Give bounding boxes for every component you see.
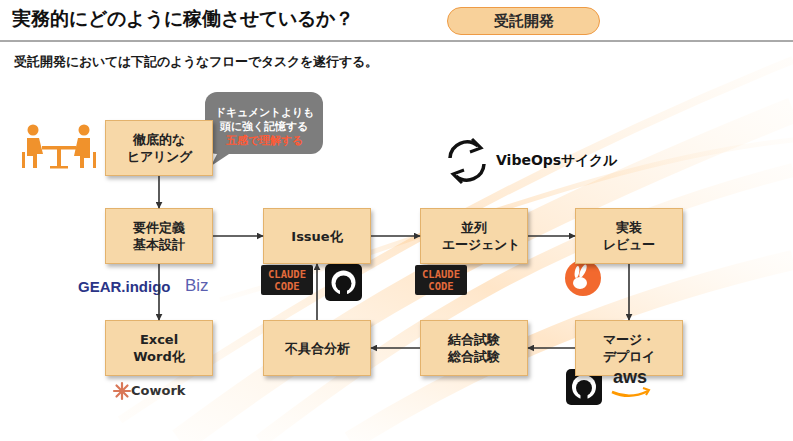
flow-arrow xyxy=(371,235,420,237)
flow-arrow xyxy=(158,176,160,208)
process-box: Excel Word化 xyxy=(105,320,213,376)
node-text: 実装 レビュー xyxy=(597,219,661,253)
node-text: ドキュメントよりも 頭に強く記憶する xyxy=(210,105,318,133)
node-text: 不具合分析 xyxy=(285,340,349,357)
process-box: 不具合分析 xyxy=(263,320,371,376)
flow-arrow xyxy=(628,264,630,320)
meeting-icon xyxy=(22,125,96,169)
process-box: 徹底的な ヒアリング xyxy=(105,120,213,176)
process-box: 結合試験 総合試験 xyxy=(420,320,528,376)
node-text: Issue化 xyxy=(291,228,342,245)
logo-text: Cowork xyxy=(131,383,185,398)
flow-arrow xyxy=(371,347,420,349)
node-text: Excel Word化 xyxy=(127,331,191,365)
process-box: 要件定義 基本設計 xyxy=(105,208,213,264)
node-text: 並列 エージェント xyxy=(442,219,506,253)
logo-badge: CLAUDE CODE xyxy=(261,265,313,295)
cycle-label: VibeOpsサイクル xyxy=(496,152,617,170)
process-box: 並列 エージェント xyxy=(420,208,528,264)
logo-badge: CLAUDE CODE xyxy=(415,265,467,295)
section-badge: 受託開発 xyxy=(447,7,600,35)
node-text: 要件定義 基本設計 xyxy=(127,219,191,253)
background-swoosh xyxy=(120,60,793,441)
aws-smile xyxy=(612,391,648,396)
rabbit-icon xyxy=(565,260,601,296)
flow-arrow xyxy=(316,264,318,320)
flow-arrow xyxy=(528,235,575,237)
logo-text: aws xyxy=(613,367,647,388)
aws-smile xyxy=(643,388,649,395)
process-box: 実装 レビュー xyxy=(575,208,683,264)
cycle-icon xyxy=(450,139,484,183)
slide-title: 実務的にどのように稼働させているか？ xyxy=(12,6,354,32)
logo-text: Biz xyxy=(185,276,209,296)
node-text: 徹底的な ヒアリング xyxy=(127,131,191,165)
flow-arrow xyxy=(528,347,575,349)
title-rule xyxy=(0,41,793,42)
subtitle: 受託開発においては下記のようなフローでタスクを遂行する。 xyxy=(14,53,378,71)
node-text: マージ・ デプロイ xyxy=(597,331,661,365)
cowork-star xyxy=(114,383,130,399)
process-box: Issue化 xyxy=(263,208,371,264)
github-icon xyxy=(325,264,362,301)
node-text: 五感で理解する xyxy=(226,133,303,147)
node-text: 受託開発 xyxy=(494,12,554,31)
flow-arrow xyxy=(213,235,263,237)
speech-bubble: ドキュメントよりも 頭に強く記憶する五感で理解する xyxy=(205,92,323,160)
logo-text: GEAR.indigo xyxy=(78,278,171,295)
node-text: 結合試験 総合試験 xyxy=(442,331,506,365)
